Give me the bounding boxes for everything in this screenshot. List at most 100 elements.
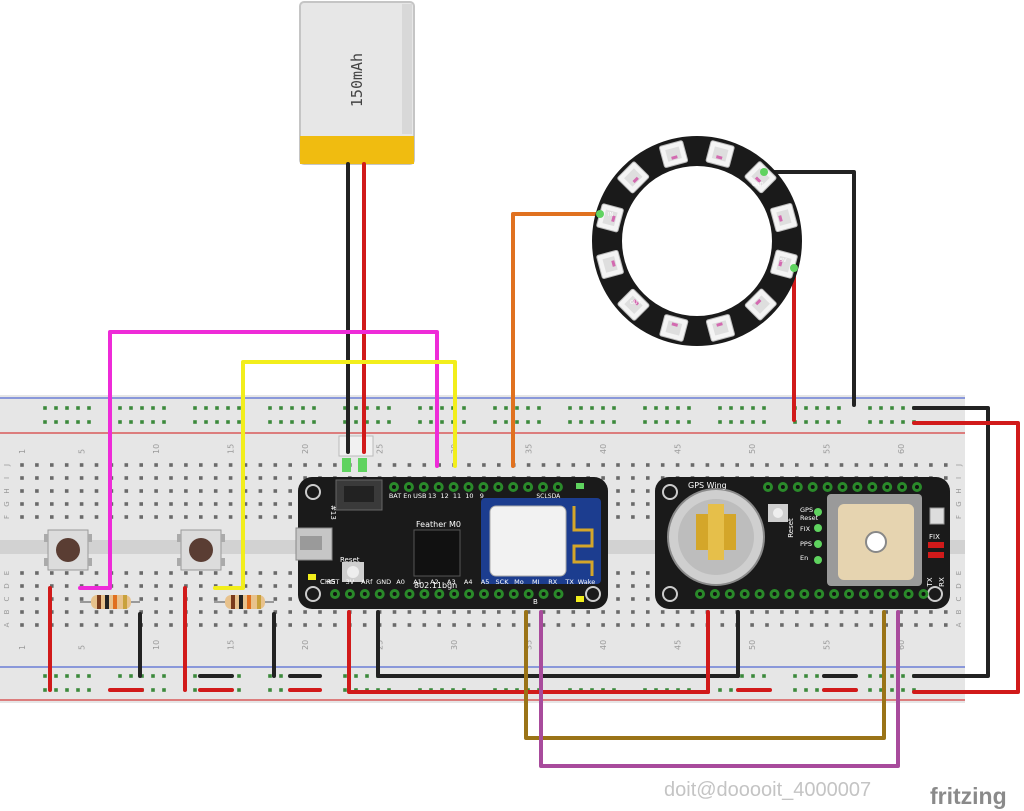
breadboard-rail-hole xyxy=(279,420,283,424)
breadboard-rail-hole xyxy=(729,688,733,692)
breadboard-hole xyxy=(184,515,188,519)
breadboard-hole xyxy=(139,502,143,506)
breadboard-hole xyxy=(35,515,39,519)
gps-rx-label: RX xyxy=(938,577,946,587)
breadboard-rail-hole xyxy=(343,406,347,410)
wifi-module-shield xyxy=(489,505,567,577)
header-pin-hole xyxy=(406,485,411,489)
breadboard-rail-hole xyxy=(312,420,316,424)
wire-magenta-button xyxy=(78,330,439,590)
breadboard-hole xyxy=(109,623,114,627)
breadboard-hole xyxy=(199,623,203,627)
breadboard-hole xyxy=(154,597,158,601)
breadboard-hole xyxy=(213,610,218,614)
feather-led-label: #13 xyxy=(329,505,337,520)
breadboard-hole xyxy=(184,571,188,575)
breadboard-hole xyxy=(735,463,739,467)
breadboard-rail-hole xyxy=(290,420,294,424)
breadboard-column-number: 20 xyxy=(301,444,310,454)
breadboard-rail-hole xyxy=(612,406,616,410)
ring-pin-label-gnd: GND xyxy=(752,182,764,188)
breadboard-rail-hole xyxy=(118,420,122,424)
breadboard-hole xyxy=(94,489,99,493)
breadboard-hole xyxy=(228,623,233,627)
breadboard-hole xyxy=(467,610,471,614)
breadboard-hole xyxy=(50,515,54,519)
breadboard-hole xyxy=(422,623,427,627)
breadboard-hole xyxy=(631,502,635,506)
breadboard-hole xyxy=(94,502,99,506)
breadboard-hole xyxy=(601,610,605,614)
breadboard-hole xyxy=(616,597,620,601)
breadboard-row-letter: D xyxy=(955,583,963,588)
ring-pin-label-in: IN xyxy=(608,212,613,218)
breadboard-hole xyxy=(511,623,516,627)
breadboard-column-number: 35 xyxy=(525,444,534,454)
breadboard-rail-hole xyxy=(515,420,519,424)
breadboard-rail-hole xyxy=(387,406,391,410)
breadboard-rail-hole xyxy=(868,688,872,692)
breadboard-rail-hole xyxy=(193,688,197,692)
breadboard-rail-hole xyxy=(279,688,283,692)
pin-label: RX xyxy=(548,578,558,586)
pin-label: USB xyxy=(413,492,426,500)
breadboard-rail-hole xyxy=(654,406,658,410)
breadboard-rail-hole xyxy=(87,420,91,424)
wifi-antenna xyxy=(572,506,594,576)
breadboard-rail-hole xyxy=(387,420,391,424)
breadboard-hole xyxy=(631,463,635,467)
breadboard-hole xyxy=(228,610,233,614)
breadboard-rail-hole xyxy=(526,420,530,424)
breadboard-hole xyxy=(199,489,203,493)
breadboard-hole xyxy=(288,584,292,588)
wire-feather-gnd xyxy=(376,610,740,678)
breadboard-row-letter: I xyxy=(3,477,11,479)
breadboard-hole xyxy=(94,571,99,575)
breadboard-hole xyxy=(869,463,874,467)
breadboard-hole xyxy=(258,515,263,519)
header-pin-hole xyxy=(855,485,860,489)
header-pin-hole xyxy=(727,592,732,596)
breadboard-hole xyxy=(139,571,143,575)
header-pin-hole xyxy=(541,485,545,489)
breadboard-hole xyxy=(35,623,39,627)
feather-b-label: B xyxy=(533,598,538,606)
breadboard-hole xyxy=(288,623,292,627)
breadboard-rail-hole xyxy=(879,420,883,424)
breadboard-hole xyxy=(94,623,99,627)
breadboard-hole xyxy=(944,610,948,614)
breadboard-hole xyxy=(646,489,650,493)
breadboard-hole xyxy=(139,584,143,588)
header-pin-hole xyxy=(861,592,866,596)
breadboard-rail-hole xyxy=(612,420,616,424)
push-button-2 xyxy=(177,529,225,571)
ring-pad-5v xyxy=(790,264,798,272)
breadboard-rail-hole xyxy=(879,406,883,410)
breadboard-hole xyxy=(616,476,620,480)
breadboard-hole xyxy=(511,610,516,614)
breadboard-hole xyxy=(288,597,292,601)
breadboard-hole xyxy=(184,584,188,588)
breadboard-hole xyxy=(124,571,129,575)
breadboard-hole xyxy=(154,623,158,627)
breadboard-rail-hole xyxy=(793,674,797,678)
breadboard-hole xyxy=(79,610,84,614)
breadboard-hole xyxy=(765,623,769,627)
breadboard-rail-hole xyxy=(65,688,69,692)
breadboard-rail-hole xyxy=(54,406,58,410)
header-pin-hole xyxy=(481,485,486,489)
breadboard-hole xyxy=(35,610,39,614)
breadboard-hole xyxy=(616,502,620,506)
breadboard-rail-hole xyxy=(151,674,155,678)
breadboard-hole xyxy=(705,463,710,467)
breadboard-rail-hole xyxy=(837,406,841,410)
credit-text: doit@dooooit_4000007 xyxy=(664,779,871,801)
breadboard-hole xyxy=(169,597,173,601)
breadboard-hole xyxy=(660,610,665,614)
breadboard-hole xyxy=(35,571,39,575)
gps-featherwing: GPS Wing Reset FIX TX RX GPSResetFIXPPSE… xyxy=(655,477,950,609)
header-pin-hole xyxy=(870,485,875,489)
